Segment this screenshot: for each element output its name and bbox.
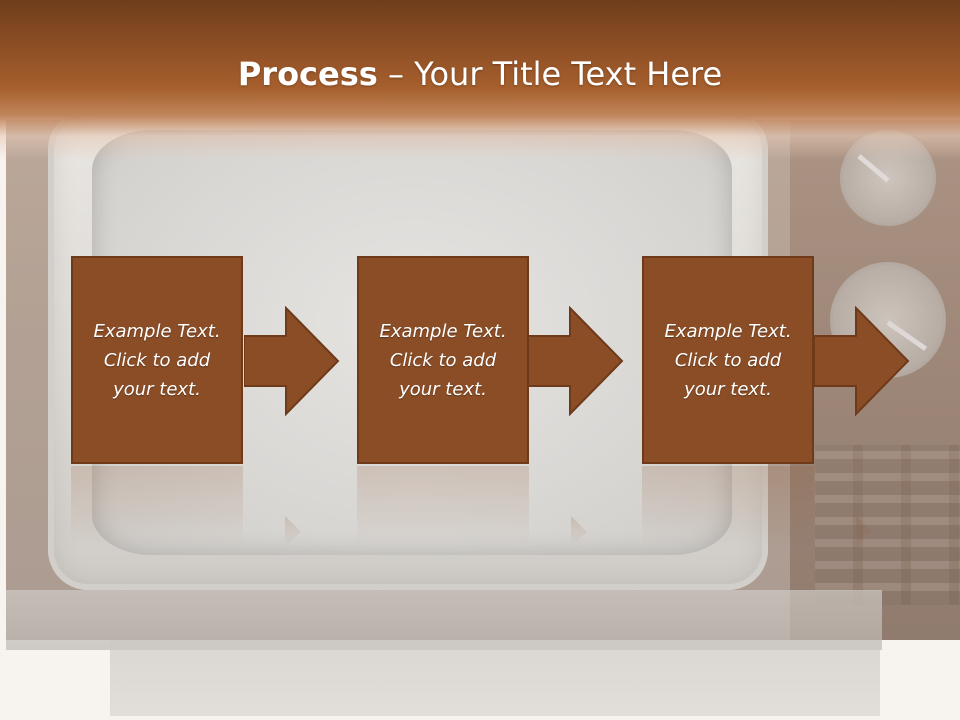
slide-title[interactable]: Process – Your Title Text Here: [0, 52, 960, 96]
step-text: Example Text. Click to add your text.: [379, 317, 506, 404]
step-text-line: Click to add: [674, 349, 782, 371]
tv-speaker-grill: [815, 445, 960, 605]
arrow-right-icon: [814, 306, 910, 416]
title-rest: – Your Title Text Here: [377, 55, 723, 93]
arrow-right-icon: [528, 306, 624, 416]
step-text-line: Click to add: [103, 349, 211, 371]
step-text-line: your text.: [684, 378, 772, 400]
step-text-line: Example Text.: [664, 320, 792, 342]
step-text: Example Text. Click to add your text.: [93, 317, 220, 404]
step-text: Example Text. Click to add your text.: [664, 317, 791, 404]
title-bold: Process: [237, 55, 378, 93]
step-text-line: your text.: [113, 378, 201, 400]
arrow-right-icon: [244, 306, 340, 416]
step-text-line: Click to add: [389, 349, 497, 371]
step-text-line: Example Text.: [93, 320, 221, 342]
title-band: [0, 0, 960, 160]
process-step-3[interactable]: Example Text. Click to add your text.: [642, 256, 814, 464]
tv-stand: [110, 640, 880, 716]
step-text-line: Example Text.: [379, 320, 507, 342]
step-text-line: your text.: [399, 378, 487, 400]
process-step-2[interactable]: Example Text. Click to add your text.: [357, 256, 529, 464]
process-step-1[interactable]: Example Text. Click to add your text.: [71, 256, 243, 464]
